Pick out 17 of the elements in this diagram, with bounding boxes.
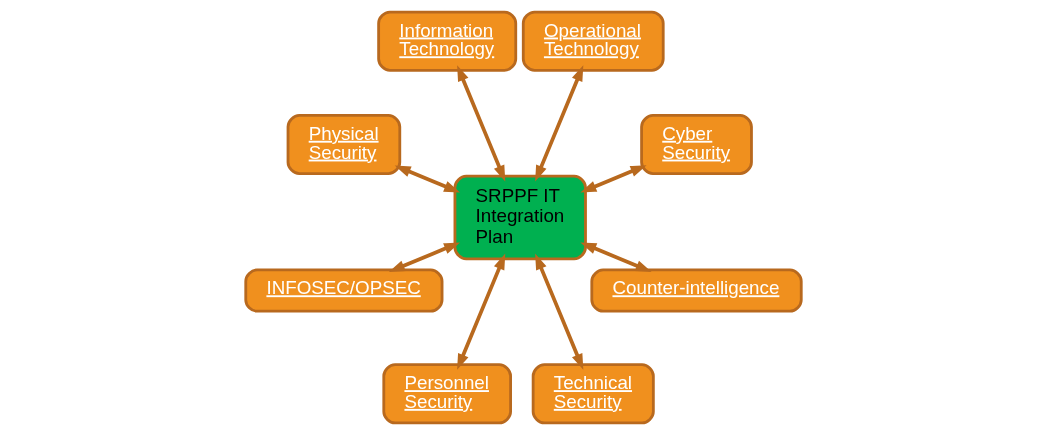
node-box: SRPPF IT Integration Plan	[453, 174, 587, 261]
node-box: Technical Security	[531, 363, 655, 425]
arrow	[579, 165, 647, 193]
node-box: Personnel Security	[381, 363, 512, 425]
node-box: Physical Security	[286, 113, 401, 175]
arrow	[394, 165, 460, 193]
node-box: Cyber Security	[639, 113, 753, 175]
arrow	[456, 253, 505, 370]
node-box: Information Technology	[376, 10, 517, 72]
arrow	[534, 65, 583, 182]
arrow	[579, 242, 652, 272]
node-box: Counter-intelligence	[589, 268, 803, 313]
arrow	[534, 253, 583, 370]
node-box: INFOSEC/OPSEC	[243, 268, 443, 313]
arrow	[456, 65, 505, 182]
node-box: Operational Technology	[521, 10, 665, 72]
arrow	[388, 242, 460, 272]
